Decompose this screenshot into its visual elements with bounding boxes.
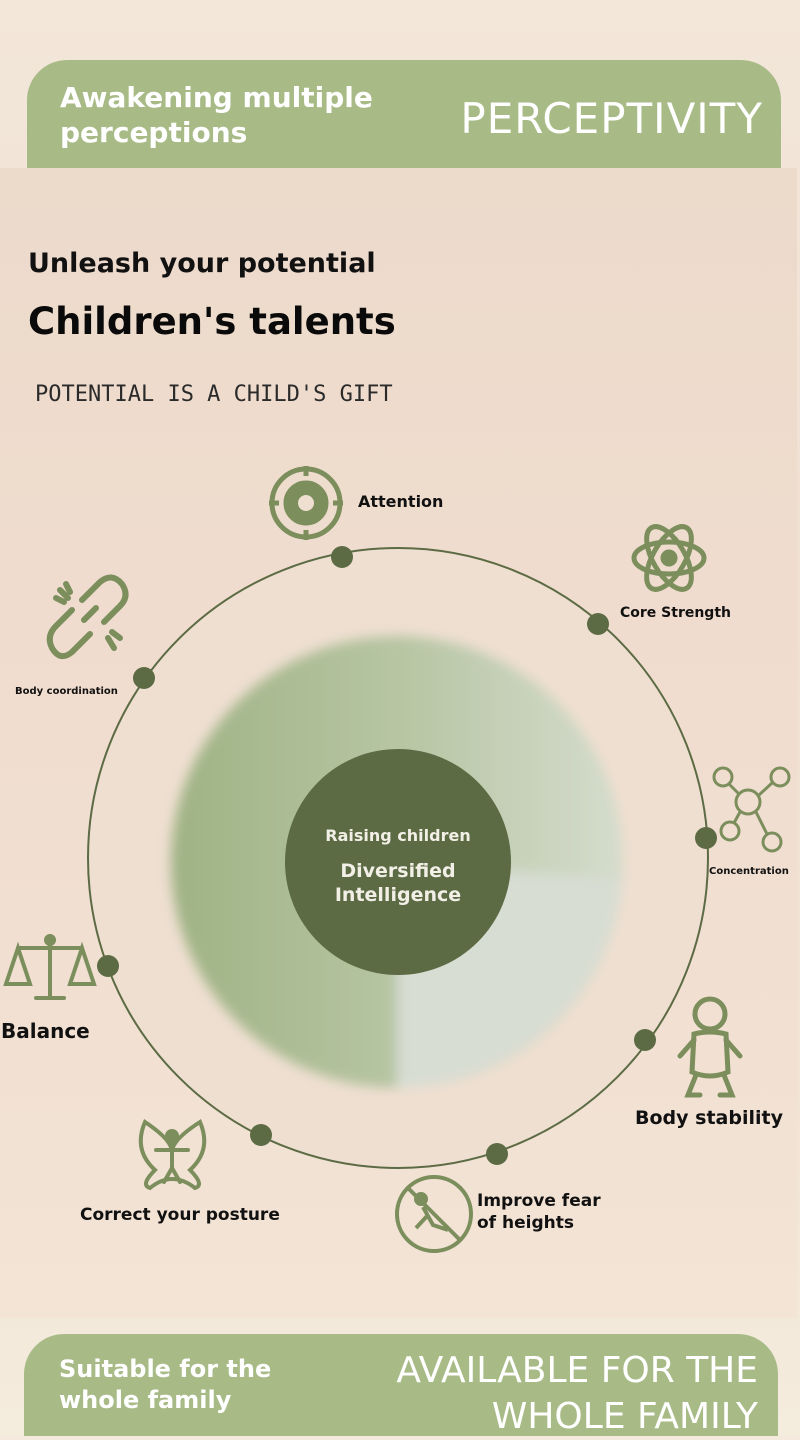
tagline: POTENTIAL IS A CHILD'S GIFT	[35, 382, 393, 407]
center-line1: Raising children	[325, 826, 471, 845]
center-line3: Intelligence	[334, 884, 462, 906]
dot-coordination	[133, 667, 155, 689]
label-fear-line2: of heights	[477, 1213, 574, 1233]
atom-icon	[631, 524, 707, 592]
center-circle	[285, 749, 511, 975]
top-banner-right-text: PERCEPTIVITY	[460, 94, 763, 143]
center-line2: Diversified	[340, 860, 456, 882]
broken-chain-icon	[46, 574, 129, 660]
bottom-banner-left-text: Suitable for the whole family	[59, 1355, 272, 1414]
molecule-icon	[712, 766, 791, 853]
top-banner: Awakening multiple perceptions PERCEPTIV…	[27, 60, 781, 168]
label-attention: Attention	[358, 492, 444, 511]
bottom-banner-right-text: AVAILABLE FOR THE WHOLE FAMILY	[396, 1350, 758, 1437]
dot-concentration	[695, 827, 717, 849]
target-icon	[269, 466, 343, 540]
scale-icon	[3, 934, 97, 1000]
heading-unleash: Unleash your potential	[28, 248, 376, 279]
label-coordination: Body coordination	[15, 686, 118, 697]
dot-body-stability	[634, 1029, 656, 1051]
bottom-banner: Suitable for the whole family AVAILABLE …	[24, 1334, 778, 1437]
dot-attention	[331, 546, 353, 568]
ring-dots	[97, 546, 717, 1165]
label-fear-line1: Improve fear	[477, 1191, 601, 1211]
heading-talents: Children's talents	[28, 300, 396, 343]
no-falling-icon	[395, 1175, 473, 1253]
label-concentration: Concentration	[709, 866, 789, 877]
baby-icon	[677, 996, 743, 1098]
dot-balance	[97, 955, 119, 977]
dot-fear-heights	[486, 1143, 508, 1165]
label-posture: Correct your posture	[80, 1205, 280, 1225]
label-body-stability: Body stability	[635, 1107, 783, 1129]
dot-core-strength	[587, 613, 609, 635]
label-balance: Balance	[1, 1019, 90, 1043]
dot-posture	[250, 1124, 272, 1146]
label-core-strength: Core Strength	[620, 605, 731, 621]
top-banner-left-text: Awakening multiple perceptions	[60, 81, 373, 149]
posture-icon	[138, 1119, 207, 1191]
